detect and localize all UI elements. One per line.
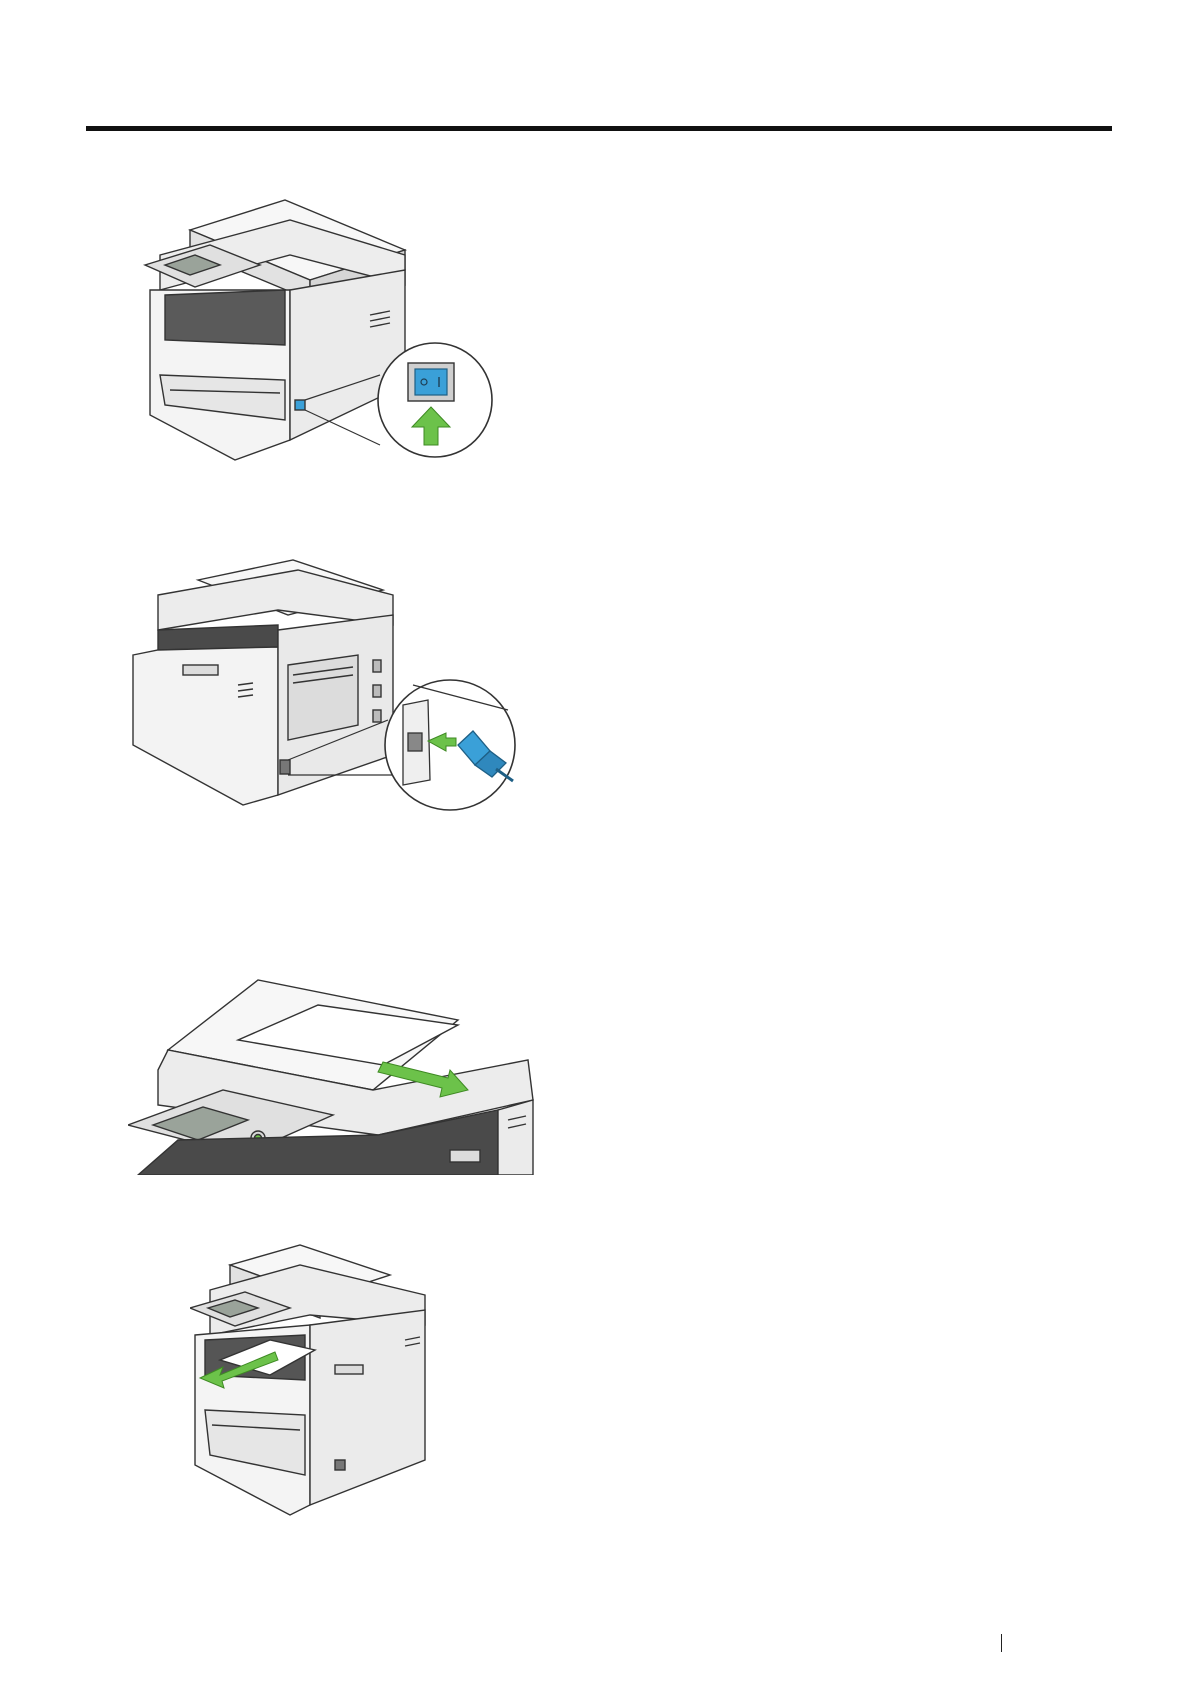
power-switch-illustration [140,195,530,480]
output-tray-illustration [190,1240,460,1525]
power-switch-icon [408,363,454,401]
power-cord-illustration [128,555,538,825]
header-rule [86,126,1112,131]
adf-document-illustration [128,970,538,1175]
footer-separator [1001,1634,1002,1652]
